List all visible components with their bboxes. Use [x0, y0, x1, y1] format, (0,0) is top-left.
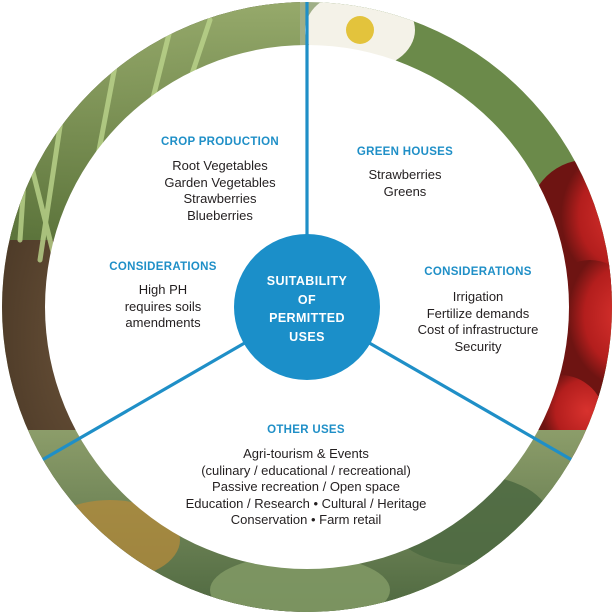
- other-uses-section: OTHER USES Agri-tourism & Events (culina…: [156, 424, 456, 529]
- list-item: (culinary / educational / recreational): [201, 462, 411, 478]
- divider-lower-right: [366, 340, 572, 461]
- center-line: SUITABILITY: [266, 274, 348, 288]
- crop-considerations-list: High PH requires soils amendments: [78, 282, 248, 332]
- list-item: Agri-tourism & Events: [243, 446, 369, 461]
- list-item: High PH: [138, 282, 188, 297]
- list-item: Irrigation: [452, 289, 504, 304]
- center-circle: [234, 234, 380, 380]
- list-item: Security: [454, 338, 502, 354]
- list-item: Passive recreation / Open space: [212, 479, 400, 494]
- crop-considerations-heading: CONSIDERATIONS: [109, 261, 217, 273]
- crop-production-heading: CROP PRODUCTION: [160, 136, 280, 148]
- divider-lower-left: [42, 340, 248, 461]
- crop-production-section: CROP PRODUCTION Root Vegetables Garden V…: [120, 136, 320, 224]
- list-item: Greens: [383, 183, 427, 199]
- list-item: Cost of infrastructure: [417, 322, 539, 337]
- center-line: PERMITTED: [269, 311, 345, 325]
- green-considerations-heading: CONSIDERATIONS: [424, 266, 532, 278]
- list-item: Strawberries: [368, 167, 442, 182]
- green-houses-heading: GREEN HOUSES: [356, 146, 454, 158]
- other-uses-list: Agri-tourism & Events (culinary / educat…: [156, 446, 456, 529]
- crop-considerations-section: CONSIDERATIONS High PH requires soils am…: [78, 261, 248, 332]
- list-item: Strawberries: [183, 191, 257, 206]
- list-item: Garden Vegetables: [164, 174, 276, 190]
- list-item: Fertilize demands: [426, 305, 530, 321]
- crop-production-list: Root Vegetables Garden Vegetables Strawb…: [120, 158, 320, 224]
- green-houses-list: Strawberries Greens: [315, 167, 495, 200]
- green-considerations-section: CONSIDERATIONS Irrigation Fertilize dema…: [393, 266, 563, 355]
- section-dividers: [42, 2, 572, 461]
- center-line: OF: [297, 292, 317, 307]
- list-item: amendments: [125, 315, 201, 330]
- list-item: requires soils: [124, 298, 202, 314]
- center-line: USES: [289, 329, 325, 344]
- other-uses-heading: OTHER USES: [267, 424, 345, 436]
- green-houses-section: GREEN HOUSES Strawberries Greens: [315, 146, 495, 200]
- list-item: Conservation • Farm retail: [230, 512, 382, 527]
- center-label: SUITABILITY OF PERMITTED USES: [232, 272, 382, 346]
- green-considerations-list: Irrigation Fertilize demands Cost of inf…: [393, 289, 563, 355]
- list-item: Root Vegetables: [172, 158, 268, 173]
- list-item: Education / Research • Cultural / Herita…: [185, 495, 427, 511]
- list-item: Blueberries: [187, 207, 253, 223]
